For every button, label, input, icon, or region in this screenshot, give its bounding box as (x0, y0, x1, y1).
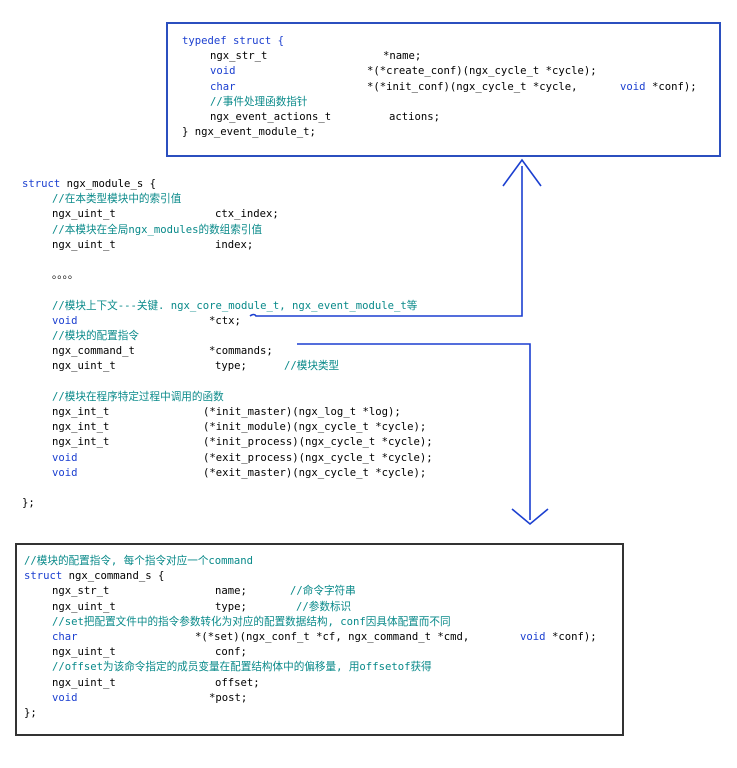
bottom-box-line-8-seg-1: offset; (215, 676, 260, 689)
bottom-box-line-5-seg-3: *conf); (552, 631, 597, 643)
top-box-line-1-seg-0: ngx_str_t (210, 50, 268, 63)
middle-line-15-seg-1: (*init_master)(ngx_log_t *log); (203, 406, 401, 418)
middle-line-10-seg-0: //模块的配置指令 (52, 330, 139, 342)
middle-line-12-seg-2: //模块类型 (284, 360, 340, 373)
ngx-event-module-t-box: typedef struct { ngx_str_t *name; void *(*cr… (166, 22, 721, 157)
middle-line-19-seg-1: (*exit_master)(ngx_cycle_t *cycle); (203, 466, 427, 479)
top-box-line-0-seg-0: typedef struct { (182, 35, 285, 47)
middle-line-16-seg-0: ngx_int_t (52, 421, 110, 434)
middle-line-4-seg-0: ngx_uint_t (52, 238, 116, 251)
bottom-box-line-5-seg-1: *(*set)(ngx_conf_t *cf, ngx_command_t *c… (195, 631, 476, 643)
bottom-box-line-3-seg-0: ngx_uint_t (52, 600, 116, 613)
bottom-box-line-2-seg-2: //命令字符串 (290, 585, 356, 598)
middle-line-17-seg-1: (*init_process)(ngx_cycle_t *cycle); (203, 436, 433, 449)
middle-line-4-seg-1: index; (215, 238, 254, 251)
bottom-box-line-5-seg-0: char (52, 631, 78, 643)
bottom-box-line-2-seg-1: name; (215, 585, 247, 598)
middle-line-12-seg-1: type; (215, 360, 247, 373)
top-box-line-3-seg-0: char (210, 80, 236, 93)
bottom-box-line-10-seg-0: }; (24, 707, 37, 719)
middle-line-18-seg-0: void (52, 451, 78, 464)
top-box-line-1-seg-1: *name; (383, 50, 422, 63)
middle-line-2-seg-0: ngx_uint_t (52, 208, 116, 221)
bottom-box-line-3-seg-2: //参数标识 (296, 600, 352, 613)
bottom-box-line-8-seg-0: ngx_uint_t (52, 676, 116, 689)
bottom-box-line-1-seg-0: struct ngx_command_s { (24, 570, 165, 583)
ctx-connector-line (249, 166, 523, 317)
ngx-command-s-box: //模块的配置指令, 每个指令对应一个command struct ngx_com… (15, 543, 624, 736)
down-arrow-head-icon (511, 508, 549, 526)
top-box-line-3-seg-3: *conf); (652, 80, 697, 93)
middle-line-18-seg-1: (*exit_process)(ngx_cycle_t *cycle); (203, 451, 433, 464)
middle-line-3-seg-0: //本模块在全局ngx_modules的数组索引值 (52, 223, 263, 236)
top-box-line-2-seg-1: *(*create_conf)(ngx_cycle_t *cycle); (367, 65, 597, 78)
ngx-module-s-struct: struct ngx_module_s { //在本类型模块中的索引值 ngx_ui… (22, 177, 542, 510)
bottom-box-line-6-seg-0: ngx_uint_t (52, 646, 116, 659)
top-box-line-3-seg-1: *(*init_conf)(ngx_cycle_t *cycle, (367, 80, 584, 93)
bottom-box-line-4-seg-0: //set把配置文件中的指令参数转化为对应的配置数据结构, conf因具体配置而… (52, 615, 451, 628)
bottom-box-line-6-seg-1: conf; (215, 646, 247, 659)
middle-line-14-seg-0: //模块在程序特定过程中调用的函数 (52, 390, 224, 403)
bottom-box-line-5-seg-2: void (520, 631, 546, 643)
bottom-box-line-3-seg-1: type; (215, 600, 247, 613)
middle-line-11-seg-0: ngx_command_t (52, 345, 135, 358)
top-box-line-3-seg-2: void (620, 80, 646, 93)
bottom-box-line-9-seg-0: void (52, 691, 78, 704)
middle-line-11-seg-1: *commands; (209, 345, 273, 358)
middle-line-19-seg-0: void (52, 466, 78, 479)
commands-connector-line (297, 343, 531, 520)
middle-line-1-seg-0: //在本类型模块中的索引值 (52, 193, 182, 206)
top-box-line-2-seg-0: void (210, 65, 236, 78)
top-box-line-6-seg-0: } ngx_event_module_t; (182, 126, 316, 139)
middle-line-2-seg-1: ctx_index; (215, 208, 279, 221)
middle-line-12-seg-0: ngx_uint_t (52, 360, 116, 373)
middle-line-17-seg-0: ngx_int_t (52, 436, 110, 449)
middle-line-15-seg-0: ngx_int_t (52, 406, 110, 418)
top-box-line-5-seg-0: ngx_event_actions_t (210, 111, 332, 123)
middle-line-0-seg-0: struct ngx_module_s { (22, 178, 156, 190)
top-box-line-4-seg-0: //事件处理函数指针 (210, 95, 308, 108)
middle-line-9-seg-1: *ctx; (209, 314, 241, 327)
bottom-box-line-9-seg-1: *post; (209, 691, 248, 704)
middle-line-9-seg-0: void (52, 314, 78, 327)
middle-line-6-seg-0: 。。。。 (52, 269, 79, 282)
bottom-box-line-2-seg-0: ngx_str_t (52, 585, 110, 598)
up-arrow-head-icon (502, 158, 542, 187)
middle-line-16-seg-1: (*init_module)(ngx_cycle_t *cycle); (203, 421, 427, 434)
bottom-box-line-7-seg-0: //offset为该命令指定的成员变量在配置结构体中的偏移量, 用offseto… (52, 661, 432, 674)
middle-line-8-seg-0: //模块上下文---关键. ngx_core_module_t, ngx_eve… (52, 299, 418, 312)
bottom-box-line-0-seg-0: //模块的配置指令, 每个指令对应一个command (24, 555, 254, 567)
middle-line-21-seg-0: }; (22, 497, 35, 510)
top-box-line-5-seg-1: actions; (389, 111, 441, 123)
